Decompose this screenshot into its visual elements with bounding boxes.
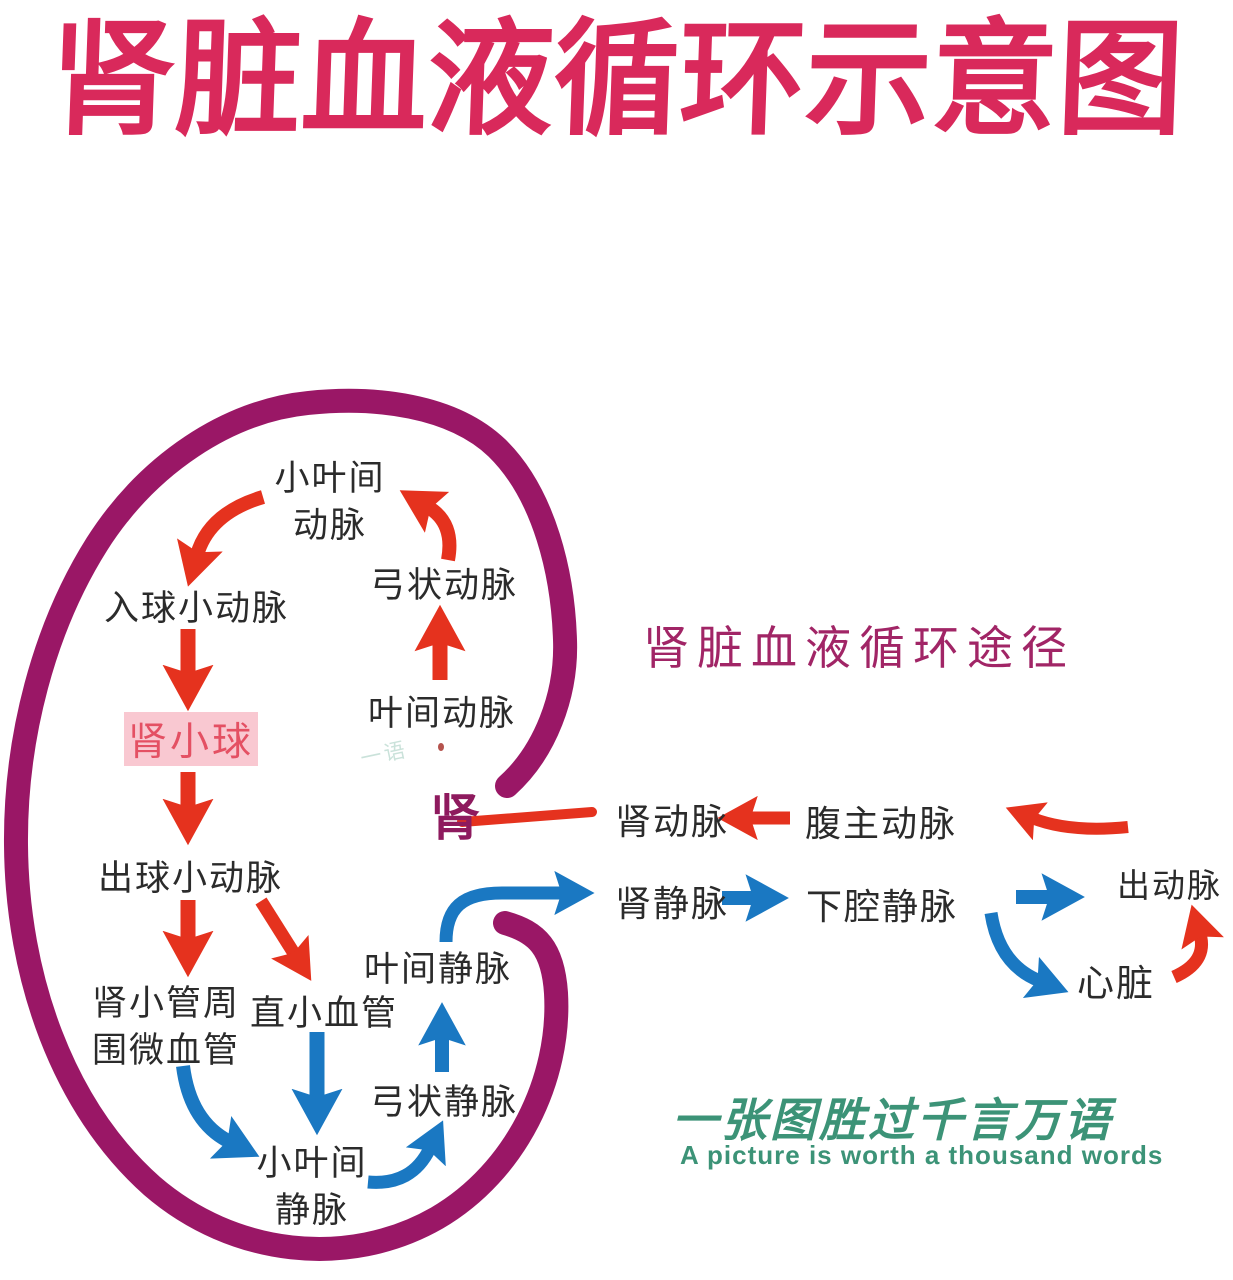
label-peritubular-line2: 围微血管 xyxy=(91,1031,240,1071)
slogan-english: A picture is worth a thousand words xyxy=(680,1140,1164,1170)
label-interlobar-artery: 叶间动脉 xyxy=(368,694,517,733)
arrow-heart-to-aorta xyxy=(1171,904,1224,983)
stray-mark xyxy=(438,743,444,751)
label-abdominal-aorta: 腹主动脉 xyxy=(805,803,958,844)
label-arcuate-vein: 弓状静脉 xyxy=(370,1083,519,1122)
label-arcuate-artery: 弓状动脉 xyxy=(370,566,519,605)
label-interlobular-artery-line1: 小叶间 xyxy=(274,459,386,498)
label-afferent-arteriole: 入球小动脉 xyxy=(104,589,290,628)
label-renal-vein: 肾静脉 xyxy=(615,883,730,924)
label-interlobar-vein: 叶间静脉 xyxy=(364,950,513,989)
pathway-title: 肾脏血液循环途径 xyxy=(643,622,1075,674)
label-glomerulus: 肾小球 xyxy=(127,721,254,764)
arrow-interlobar-vein-to-renal-vein xyxy=(439,870,595,943)
label-vasa-recta: 直小血管 xyxy=(250,994,399,1033)
arrow-peritubular-to-interlobular-vein xyxy=(176,1065,260,1159)
label-renal-artery: 肾动脉 xyxy=(615,801,730,842)
label-interlobular-vein: 小叶间静脉 xyxy=(252,1140,372,1235)
kidney-outline xyxy=(3,388,578,1261)
label-heart: 心脏 xyxy=(1077,963,1155,1004)
arrow-vena-cava-to-heart xyxy=(984,911,1069,999)
slogan-chinese: 一张图胜过千言万语 xyxy=(672,1094,1113,1146)
arrow-efferent-to-vasa-recta xyxy=(255,897,312,981)
label-kidney: 肾 xyxy=(430,790,480,846)
label-interlobular-vein-line2: 静脉 xyxy=(274,1191,349,1231)
label-peritubular-line1: 肾小管周 xyxy=(91,984,240,1023)
arrow-interlobular-vein-to-arcuate-vein xyxy=(367,1120,446,1189)
label-interlobular-artery: 小叶间动脉 xyxy=(250,455,410,550)
label-interlobular-vein-line1: 小叶间 xyxy=(256,1144,368,1183)
renal-artery-line xyxy=(457,807,597,827)
label-inferior-vena-cava: 下腔静脉 xyxy=(806,886,959,927)
label-peritubular-capillaries: 肾小管周围微血管 xyxy=(86,980,246,1075)
arrow-arcuate-artery-to-interlobular-artery xyxy=(399,490,457,562)
label-aorta: 出动脉 xyxy=(1117,867,1222,904)
arrow-aorta-to-abdominal-aorta xyxy=(1005,802,1129,841)
label-interlobular-artery-line2: 动脉 xyxy=(292,506,367,546)
label-efferent-arteriole: 出球小动脉 xyxy=(98,859,284,898)
glomerulus-highlight: 肾小球 xyxy=(124,712,258,766)
arrow-interlobular-artery-to-afferent xyxy=(177,490,266,587)
